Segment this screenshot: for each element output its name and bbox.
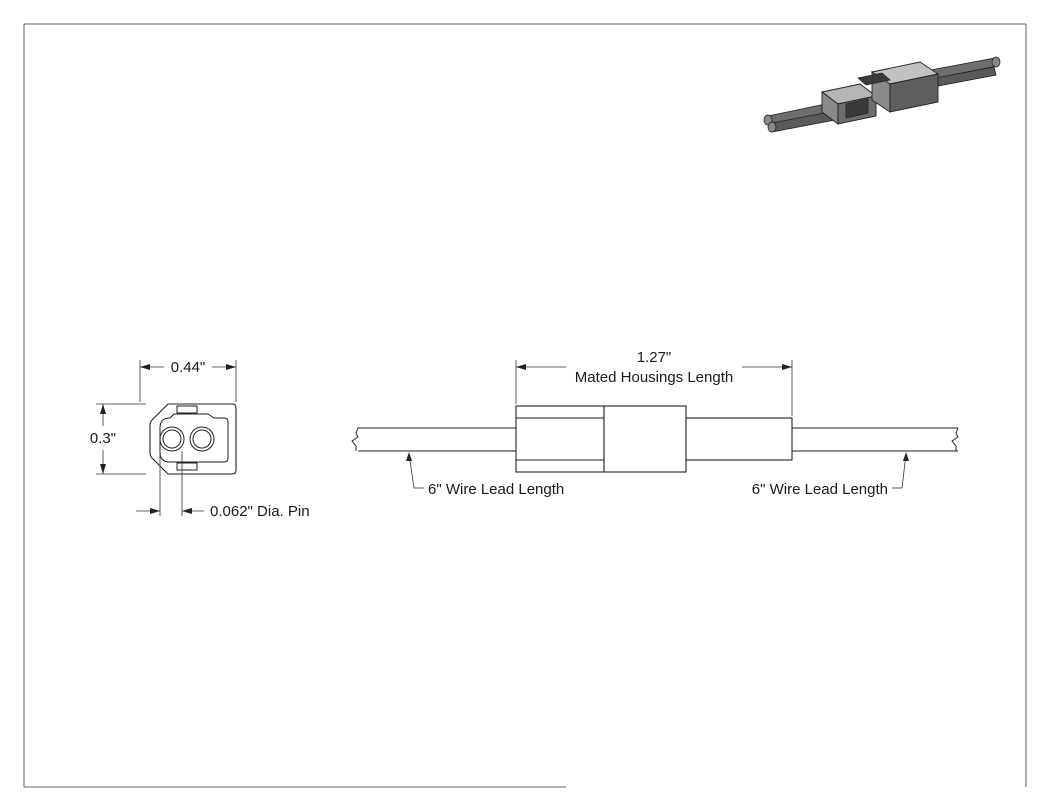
- pin-right: [189, 426, 215, 452]
- side-view: [351, 405, 959, 473]
- dimension-width: 0.44": [139, 359, 237, 402]
- dimension-mated-length: 1.27" Mated Housings Length: [515, 349, 793, 416]
- leader-right-lead: 6" Wire Lead Length: [752, 452, 909, 498]
- left-lead-label: 6" Wire Lead Length: [428, 481, 564, 498]
- width-label: 0.44": [171, 359, 206, 376]
- left-housing: [515, 405, 605, 473]
- dimension-height: 0.3": [90, 403, 146, 475]
- mated-length-caption: Mated Housings Length: [575, 369, 733, 386]
- dimension-pin-diameter: 0.062" Dia. Pin: [136, 451, 310, 520]
- pin-left: [159, 426, 185, 452]
- right-lead-label: 6" Wire Lead Length: [752, 481, 888, 498]
- pin-label: 0.062" Dia. Pin: [210, 503, 310, 520]
- end-view: [149, 403, 237, 475]
- mated-length-value: 1.27": [637, 349, 672, 366]
- leader-left-lead: 6" Wire Lead Length: [406, 452, 564, 498]
- sheet-border: [23, 23, 1027, 788]
- right-housing: [603, 405, 687, 473]
- connector-3d-render: [763, 56, 1001, 133]
- height-label: 0.3": [90, 430, 116, 447]
